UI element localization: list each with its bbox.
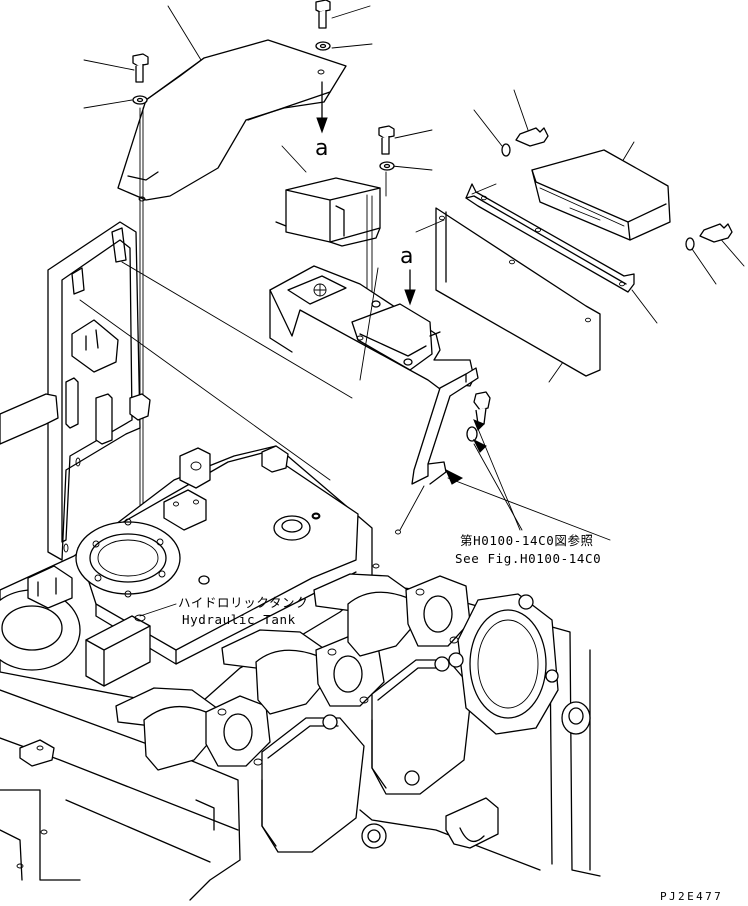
leader-lines (83, 5, 745, 383)
bolt-icon-group-left (132, 0, 331, 105)
l-bracket (359, 267, 611, 541)
tank-top-module (269, 265, 475, 393)
arrow-icon-a1 (316, 81, 328, 134)
tank-label-leader (139, 603, 177, 617)
arrow-icon-a2 (404, 269, 416, 306)
view-label-a2: a (400, 244, 414, 269)
left-frame (0, 221, 353, 561)
flat-plate-assembly (415, 183, 635, 377)
right-upper-cover (501, 127, 733, 251)
lower-manifold (0, 563, 601, 901)
center-box-bracket (275, 125, 395, 303)
view-label-a1: a (315, 136, 329, 161)
reference-label-en: See Fig.H0100-14C0 (455, 551, 602, 566)
reference-label-jp: 第H0100-14C0図参照 (460, 533, 594, 548)
drawing-code: PJ2E477 (660, 890, 724, 903)
tank-label-jp: ハイドロリックタンク (178, 595, 309, 610)
tank-label-en: Hydraulic Tank (182, 612, 296, 627)
